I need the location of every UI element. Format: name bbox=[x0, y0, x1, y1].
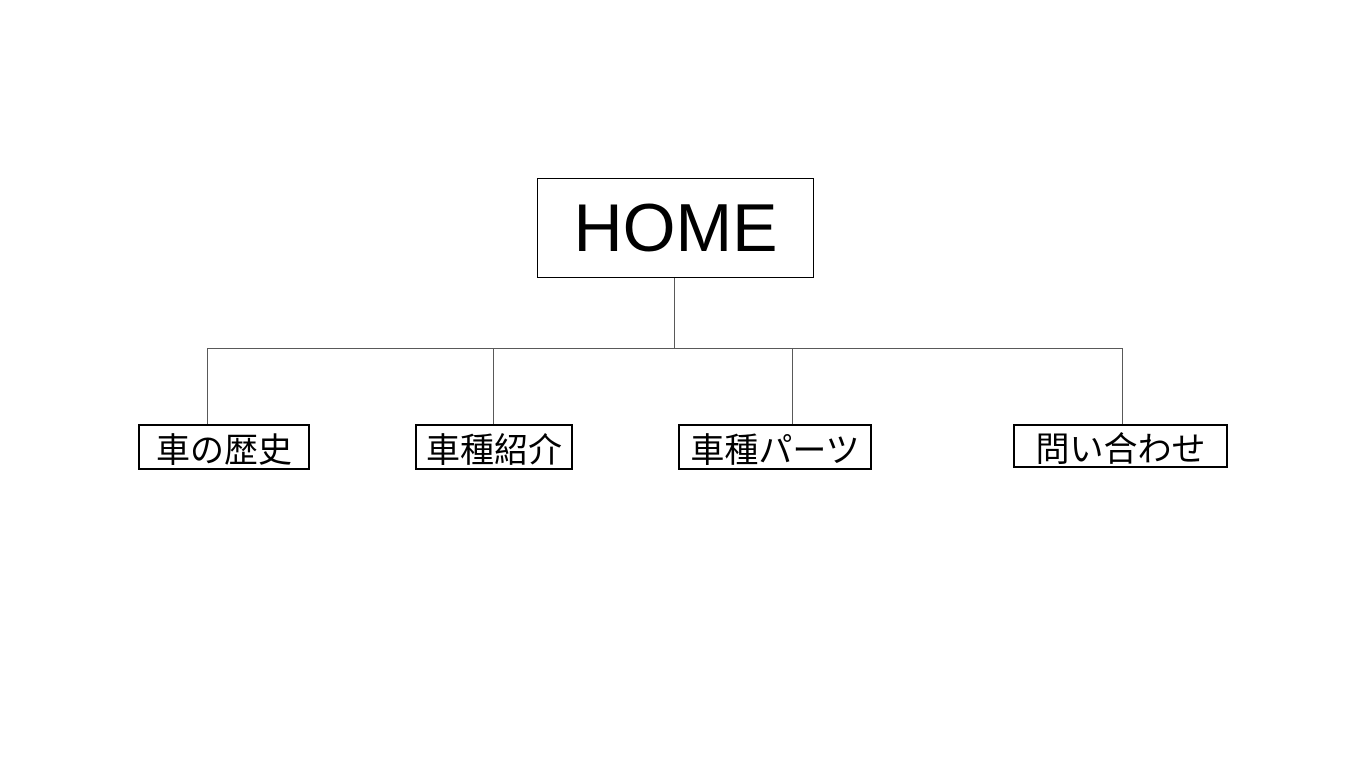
node-home-label: HOME bbox=[573, 190, 778, 266]
node-model-intro-label: 車種紹介 bbox=[426, 431, 562, 470]
connector-home-stem bbox=[674, 278, 675, 348]
connector-drop-car-history bbox=[207, 348, 208, 424]
node-car-history: 車の歴史 bbox=[138, 424, 310, 470]
node-model-parts-label: 車種パーツ bbox=[690, 431, 860, 470]
connector-drop-contact bbox=[1122, 348, 1123, 424]
node-model-intro: 車種紹介 bbox=[415, 424, 573, 470]
node-car-history-label: 車の歴史 bbox=[156, 431, 292, 470]
node-model-parts: 車種パーツ bbox=[678, 424, 872, 470]
connector-drop-model-intro bbox=[493, 348, 494, 424]
node-contact: 問い合わせ bbox=[1013, 424, 1228, 469]
connector-drop-model-parts bbox=[792, 348, 793, 424]
node-contact-label: 問い合わせ bbox=[1035, 430, 1206, 469]
node-home: HOME bbox=[537, 178, 814, 278]
connector-trunk bbox=[207, 348, 1123, 349]
